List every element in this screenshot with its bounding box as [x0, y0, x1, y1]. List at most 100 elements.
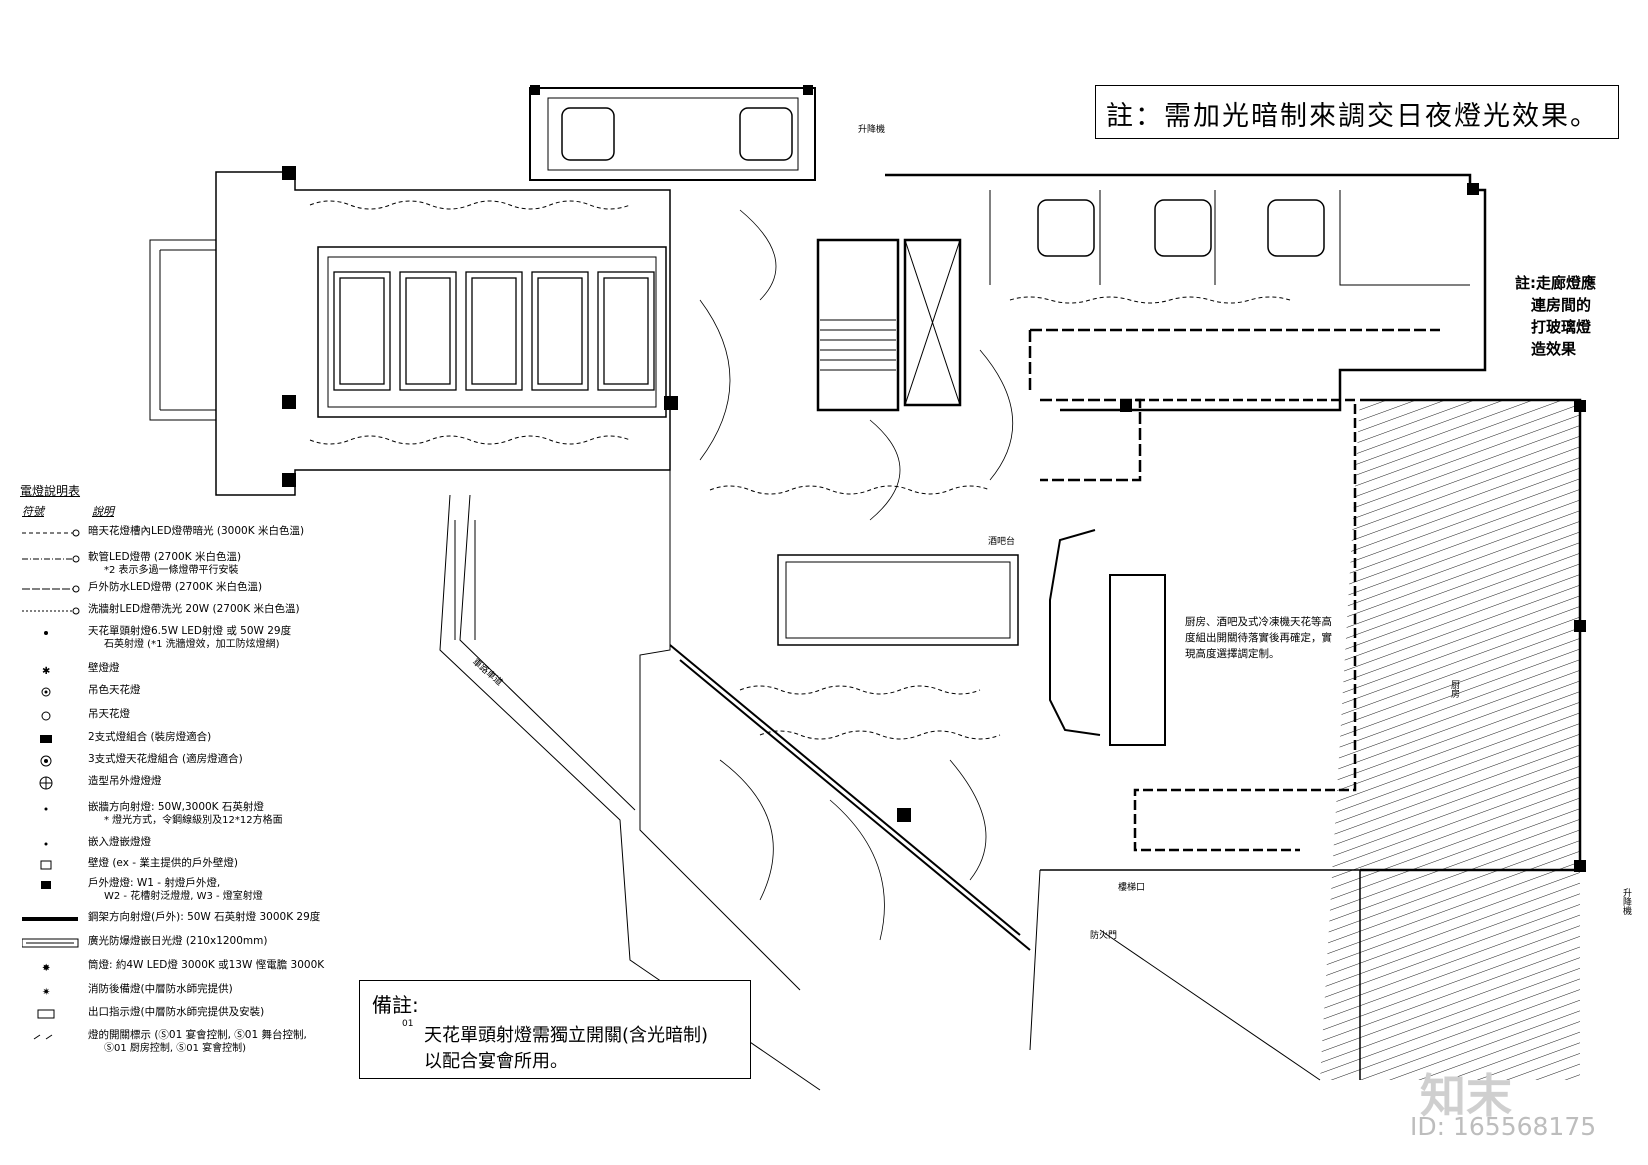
legend-row-text: 出口指示燈(中層防水師完提供及安裝) — [88, 1006, 265, 1018]
left-wing-bay — [149, 239, 217, 421]
track-icon — [22, 917, 78, 921]
legend-row-text-2: W2 - 花槽射泛燈燈, W3 - 燈室射燈 — [104, 891, 263, 902]
small-arrow-icon — [44, 842, 48, 846]
cross-circle-icon — [39, 776, 53, 790]
legend-row-text: 吊色天花燈 — [88, 684, 141, 696]
circle-dot-icon — [41, 687, 51, 697]
legend-row-text: 戶外防水LED燈帶 (2700K 米白色溫) — [88, 581, 263, 593]
legend-row-text: 吊天花燈 — [88, 708, 130, 720]
remark-title: 備註: — [372, 993, 419, 1017]
exit-icon — [37, 1009, 55, 1019]
svg-text:✷: ✷ — [42, 987, 50, 998]
legend-row-text-2: * 燈光方式，令鋼線級別及12*12方格面 — [104, 815, 283, 826]
corridor-note-line: 打玻璃燈 — [1531, 318, 1592, 336]
legend-col-desc: 說明 — [92, 505, 114, 518]
legend-row: ✸筒燈: 約4W LED燈 3000K 或13W 慳電膽 3000K — [22, 958, 352, 978]
legend-row: 造型吊外燈燈燈 — [22, 774, 352, 794]
svg-text:✸: ✸ — [42, 963, 50, 974]
rect-3-icon — [40, 755, 52, 767]
legend-row: 嵌牆方向射燈: 50W,3000K 石英射燈 * 燈光方式，令鋼線級別及12*12… — [22, 800, 352, 826]
fluoro-icon — [22, 938, 79, 948]
legend-row-text: 廣光防爆燈嵌日光燈 (210x1200mm) — [88, 935, 268, 947]
legend-row-text: 消防後備燈(中層防水師完提供) — [88, 983, 233, 995]
rect-2-icon — [40, 735, 52, 743]
legend-row-text: 洗牆射LED燈帶洗光 20W (2700K 米白色溫) — [88, 603, 300, 615]
wiring — [699, 209, 1014, 941]
legend-row: ✱ 壁燈燈 — [22, 661, 352, 681]
corridor-note: 註:走廊燈應 連房間的 打玻璃燈 造效果 — [1515, 272, 1621, 368]
bar-counter — [1049, 529, 1101, 736]
legend-row-text: 鋼架方向射燈(戶外): 50W 石英射燈 3000K 29度 — [88, 911, 321, 923]
legend-row: 廣光防爆燈嵌日光燈 (210x1200mm) — [22, 934, 352, 954]
kitchen-note: 厨房、酒吧及式冷凍機天花等高度組出開關待落實後再確定，實現高度選擇調定制。 — [1185, 614, 1333, 662]
small-spot-icon — [44, 807, 48, 811]
feature-table — [777, 554, 1019, 646]
diagonal-facade — [669, 644, 1031, 951]
legend-row: 壁燈 (ex - 業主提供的戶外壁燈) — [22, 856, 352, 876]
legend-row-text: 壁燈燈 — [88, 662, 120, 674]
left-wing-outline — [215, 171, 671, 496]
legend-row: 洗牆射LED燈帶洗光 20W (2700K 米白色溫) — [22, 602, 352, 622]
grand-room-ceiling — [317, 246, 667, 418]
wall-lamp-icon — [40, 860, 52, 870]
legend-row: 天花單頭射燈6.5W LED射燈 或 50W 29度石英射燈 (*1 洗牆燈效，… — [22, 624, 352, 650]
legend-row: 2支式燈組合 (裝房燈適合) — [22, 730, 352, 750]
top-rooms — [529, 87, 816, 181]
legend-row: 軟管LED燈帶 (2700K 米白色溫) *2 表示多過一條燈帶平行安裝 — [22, 550, 352, 576]
dash-line-icon — [22, 529, 80, 537]
legend-row-text-2: Ⓢ01 厨房控制, Ⓢ01 宴會控制) — [104, 1043, 247, 1054]
dash-dot-line-icon — [22, 555, 80, 563]
legend-row-text-2: 石英射燈 (*1 洗牆燈效，加工防炫燈網) — [104, 639, 280, 650]
svg-text:✱: ✱ — [42, 666, 50, 677]
outdoor-lamp-icon — [41, 881, 51, 889]
lift-shaft — [903, 238, 962, 407]
legend-row-text: 天花單頭射燈6.5W LED射燈 或 50W 29度 — [88, 625, 292, 637]
legend-row-text: 軟管LED燈帶 (2700K 米白色溫) — [88, 551, 242, 563]
legend-row: 吊色天花燈 — [22, 683, 352, 703]
ceiling-panels — [333, 271, 655, 391]
label-bottom-1: 樓梯口 — [1118, 883, 1146, 893]
legend-row: 鋼架方向射燈(戶外): 50W 石英射燈 3000K 29度 — [22, 910, 352, 930]
remark-marker: 01 — [402, 1019, 414, 1029]
legend-row-text: 壁燈 (ex - 業主提供的戶外壁燈) — [88, 857, 238, 869]
led-strips — [309, 200, 1291, 740]
watermark-id: ID: 165568175 — [1410, 1112, 1597, 1141]
label-right: 升降機 — [1621, 888, 1631, 915]
emergency-icon: ✷ — [42, 987, 50, 998]
legend-row-text-2: *2 表示多過一條燈帶平行安裝 — [104, 565, 239, 576]
spot-icon — [44, 631, 48, 635]
legend-row-text: 3支式燈天花燈組合 (適房燈適合) — [88, 753, 243, 765]
north-rooms — [885, 173, 1487, 412]
label-lift: 升降機 — [858, 125, 886, 135]
legend-row-text: 2支式燈組合 (裝房燈適合) — [88, 731, 212, 743]
legend-row: 嵌入燈嵌燈燈 — [22, 835, 352, 855]
kitchen — [1133, 398, 1357, 852]
legend-row: 暗天花燈槽內LED燈帶暗光 (3000K 米白色溫) — [22, 524, 352, 544]
legend-row: 3支式燈天花燈組合 (適房燈適合) — [22, 752, 352, 772]
star-icon: ✱ — [42, 666, 50, 677]
legend-row: 戶外燈燈: W1 - 射燈戶外燈,W2 - 花槽射泛燈燈, W3 - 燈室射燈 — [22, 876, 352, 902]
remark-line-2: 以配合宴會所用。 — [424, 1051, 568, 1072]
dot-star-icon: ✸ — [42, 963, 50, 974]
legend-row: 吊天花燈 — [22, 707, 352, 727]
label-kitchen: 厨房 — [1449, 680, 1459, 698]
legend-row: ✷ 消防後備燈(中層防水師完提供) — [22, 982, 352, 1002]
lighting-legend: 電燈說明表 — [20, 482, 350, 499]
label-bar: 酒吧台 — [988, 537, 1016, 547]
legend-title: 電燈說明表 — [20, 484, 81, 498]
circle-icon — [41, 711, 51, 721]
legend-row: 戶外防水LED燈帶 (2700K 米白色溫) — [22, 580, 352, 600]
top-note-box: 註：需加光暗制來調交日夜燈光效果。 — [1095, 85, 1619, 139]
legend-row-text: 造型吊外燈燈燈 — [88, 775, 162, 787]
legend-row: 燈的開關標示 (Ⓢ01 宴會控制, Ⓢ01 舞台控制,Ⓢ01 厨房控制, Ⓢ01… — [22, 1028, 352, 1054]
east-wing-hatch — [1320, 400, 1580, 1080]
corridor-note-line: 連房間的 — [1531, 296, 1592, 314]
legend-row-text: 嵌牆方向射燈: 50W,3000K 石英射燈 — [88, 801, 264, 813]
top-note-text: 註：需加光暗制來調交日夜燈光效果。 — [1106, 101, 1599, 132]
legend-col-symbol: 符號 — [22, 505, 44, 518]
corridor-note-line: 註:走廊燈應 — [1515, 274, 1596, 292]
long-dash-line-icon — [22, 585, 80, 593]
legend-row-text: 暗天花燈槽內LED燈帶暗光 (3000K 米白色溫) — [88, 525, 305, 537]
